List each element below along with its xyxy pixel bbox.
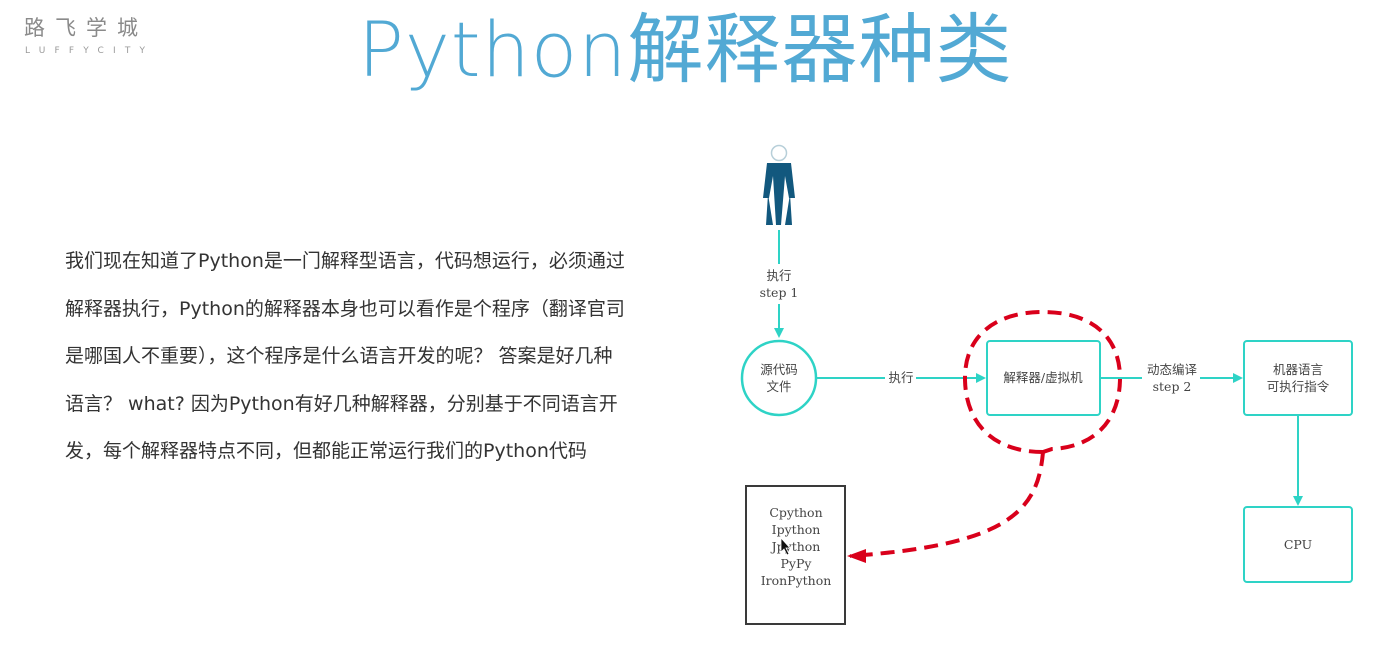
- mouse-cursor-icon: [780, 536, 791, 556]
- machine-node-label-1: 机器语言: [1273, 362, 1323, 377]
- step2-label-cn: 动态编译: [1147, 362, 1198, 377]
- interpreter-item: Jpython: [770, 539, 821, 554]
- logo-english: LUFFYCITY: [25, 46, 155, 56]
- cpu-node: [1243, 506, 1353, 583]
- exec-edge-label: 执行: [888, 370, 913, 385]
- machine-language-node: [1243, 340, 1353, 416]
- slide-title: Python解释器种类: [358, 5, 1013, 94]
- source-file-node: [740, 339, 818, 417]
- interpreter-item: Ipython: [772, 522, 821, 537]
- step2-label-en: step 2: [1153, 379, 1192, 394]
- logo: 路飞学城 LUFFYCITY: [24, 14, 154, 56]
- source-node-label-1: 源代码: [760, 362, 798, 377]
- person-icon: [763, 144, 795, 225]
- machine-node-label-2: 可执行指令: [1267, 379, 1330, 394]
- body-paragraph: 我们现在知道了Python是一门解释型语言，代码想运行，必须通过解释器执行，Py…: [65, 250, 625, 462]
- interpreters-list-box: [745, 485, 846, 625]
- interpreter-item: Cpython: [769, 505, 822, 520]
- interpreter-item: PyPy: [781, 556, 813, 571]
- step1-label-en: step 1: [760, 285, 799, 300]
- highlight-arrowhead: [847, 549, 866, 563]
- cpu-node-label: CPU: [1284, 537, 1312, 552]
- highlight-arrow: [849, 451, 1045, 558]
- interpreter-node-label: 解释器/虚拟机: [1003, 370, 1083, 385]
- step1-label-cn: 执行: [766, 268, 791, 283]
- logo-chinese: 路飞学城: [24, 16, 148, 40]
- source-node-label-2: 文件: [766, 379, 791, 394]
- interpreter-item: IronPython: [761, 573, 832, 588]
